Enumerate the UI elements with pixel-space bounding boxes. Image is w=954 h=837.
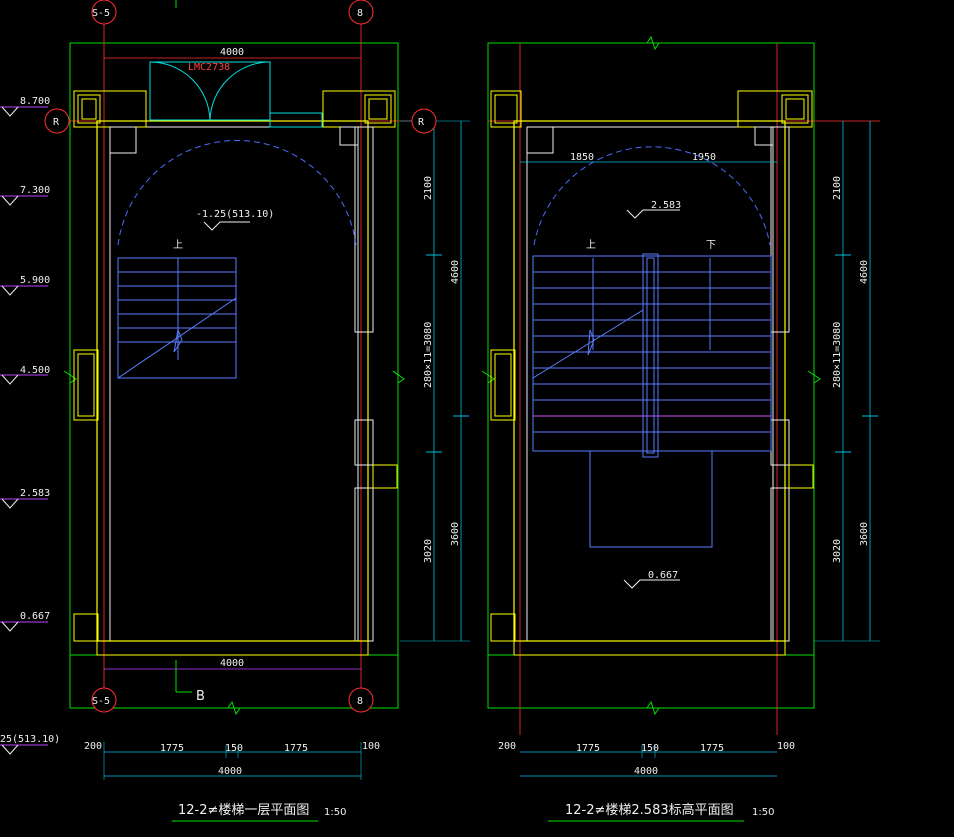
left-right-dims: 2100 4600 280×11=3080 3020 3600 <box>400 120 470 642</box>
bd-1775a: 1775 <box>160 743 184 754</box>
axis-8-bot: 8 <box>357 696 363 707</box>
stair-flight: 上 <box>117 239 237 379</box>
section-mark: B <box>196 689 205 704</box>
right-level-2583: 2.583 <box>651 200 681 211</box>
up-label-left: 上 <box>173 239 183 251</box>
axis-r-left: R <box>53 117 60 128</box>
left-top-dim: 4000 <box>220 47 244 58</box>
bd-100: 100 <box>362 741 380 752</box>
axis-8-top: 8 <box>357 8 363 19</box>
axis-r-mid: R <box>418 117 425 128</box>
rt-dim-1950: 1950 <box>692 152 716 163</box>
right-plan-scale: 1:50 <box>752 807 774 818</box>
left-inner-dim: 4000 <box>220 658 244 669</box>
r-dim-3080: 280×11=3080 <box>832 322 843 388</box>
left-plan: LMC2738 4000 上 -1.25(513.10) <box>44 0 470 822</box>
left-bottom-total: 4000 <box>218 766 242 777</box>
rt-dim-1850: 1850 <box>570 152 594 163</box>
dim-3080: 280×11=3080 <box>423 322 434 388</box>
right-level-0667: 0.667 <box>648 570 678 581</box>
rbd-150: 150 <box>641 743 659 754</box>
rbd-100: 100 <box>777 741 795 752</box>
level-51310: 25(513.10) <box>0 734 60 745</box>
right-stair-flights: 上 下 <box>532 239 772 548</box>
dim-2100: 2100 <box>423 176 434 200</box>
down-label-right: 下 <box>706 240 716 251</box>
rbd-1775b: 1775 <box>700 743 724 754</box>
rbd-200: 200 <box>498 741 516 752</box>
up-label-right: 上 <box>586 239 596 251</box>
rbd-1775a: 1775 <box>576 743 600 754</box>
level-2583: 2.583 <box>20 488 50 499</box>
r-dim-3600: 3600 <box>859 522 870 546</box>
dim-3020: 3020 <box>423 539 434 563</box>
door-tag: LMC2738 <box>188 62 230 73</box>
axis-s5-top: S-5 <box>92 8 110 19</box>
level-7300: 7.300 <box>20 185 50 196</box>
level-0667: 0.667 <box>20 611 50 622</box>
bd-200: 200 <box>84 741 102 752</box>
r-dim-2100: 2100 <box>832 176 843 200</box>
left-stair-level: -1.25(513.10) <box>196 209 274 220</box>
bd-1775b: 1775 <box>284 743 308 754</box>
r-dim-3020: 3020 <box>832 539 843 563</box>
bd-150: 150 <box>225 743 243 754</box>
right-plan: 1850 1950 上 下 <box>481 35 880 822</box>
left-plan-title: 12-2≠楼梯一层平面图 <box>178 803 309 818</box>
right-plan-title: 12-2≠楼梯2.583标高平面图 <box>565 802 734 818</box>
r-dim-4600: 4600 <box>859 260 870 284</box>
left-plan-scale: 1:50 <box>324 807 346 818</box>
right-right-dims: 2100 4600 280×11=3080 3020 3600 <box>814 121 880 642</box>
level-5900: 5.900 <box>20 275 50 286</box>
dim-4600: 4600 <box>450 260 461 284</box>
right-bottom-total: 4000 <box>634 766 658 777</box>
dim-3600: 3600 <box>450 522 461 546</box>
level-8700: 8.700 <box>20 96 50 107</box>
axis-s5-bot: S-5 <box>92 696 110 707</box>
level-4500: 4.500 <box>20 365 50 376</box>
level-marks: 8.700 7.300 5.900 4.500 2.583 0.667 25(5… <box>0 96 60 755</box>
